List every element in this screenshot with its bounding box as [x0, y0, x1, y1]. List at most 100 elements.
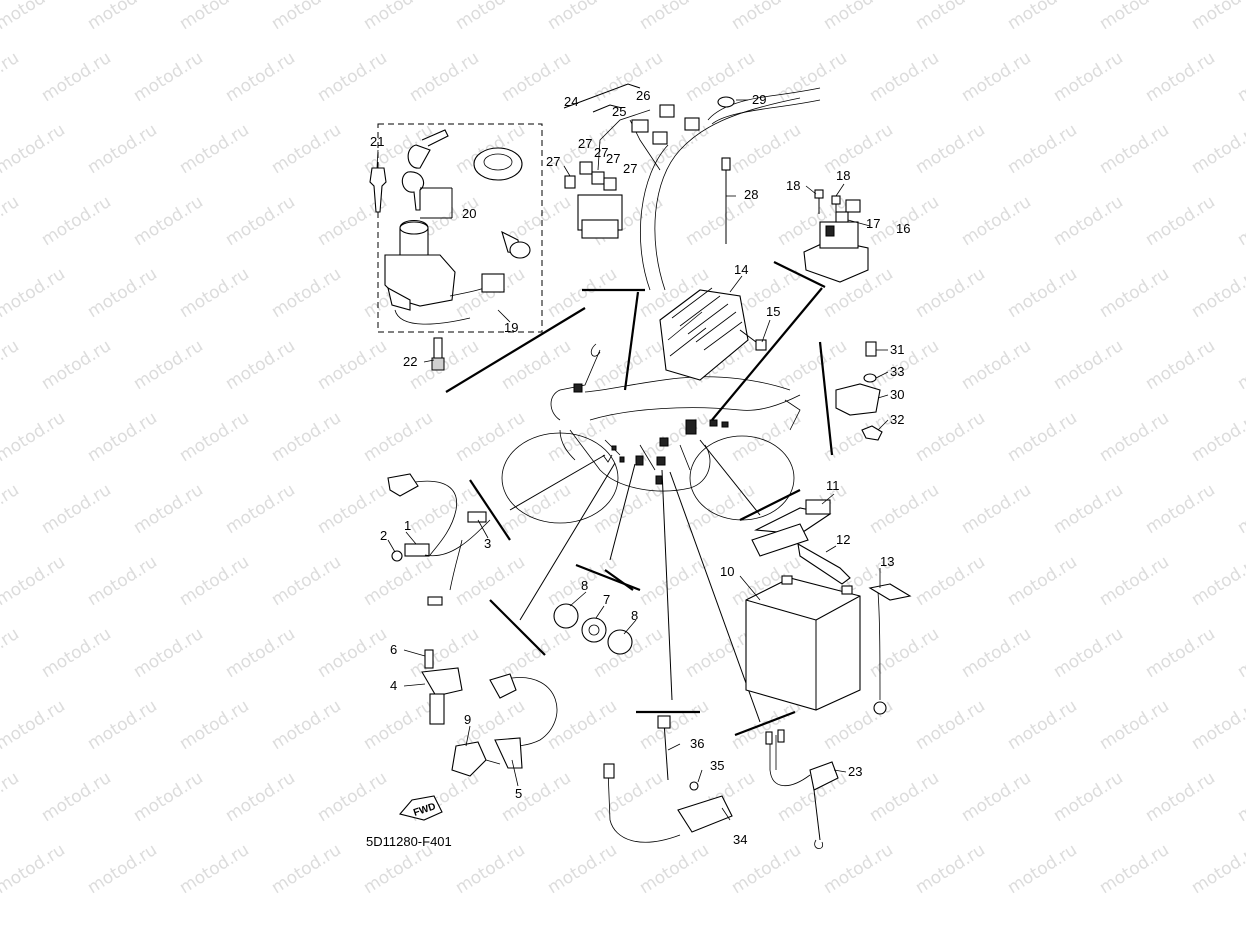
callout-28: 28	[744, 187, 758, 202]
callout-5: 5	[515, 786, 522, 801]
watermark-text: motod.ru	[1096, 0, 1173, 34]
callout-14: 14	[734, 262, 748, 277]
callout-33: 33	[890, 364, 904, 379]
wire-harness-assembly	[563, 83, 821, 291]
watermark-text: motod.ru	[84, 264, 161, 322]
callout-6: 6	[390, 642, 397, 657]
watermark-text: motod.ru	[1188, 696, 1246, 754]
pickup-coil-assembly	[421, 603, 633, 777]
watermark-text: motod.ru	[498, 336, 575, 394]
watermark-text: motod.ru	[912, 696, 989, 754]
watermark-text: motod.ru	[958, 192, 1035, 250]
drawing-code: 5D11280-F401	[366, 834, 452, 849]
watermark-text: motod.ru	[268, 120, 345, 178]
watermark-text: motod.ru	[912, 408, 989, 466]
callout-12: 12	[836, 532, 850, 547]
watermark-text: motod.ru	[176, 408, 253, 466]
watermark-text: motod.ru	[0, 0, 69, 34]
watermark-text: motod.ru	[0, 192, 23, 250]
watermark-text: motod.ru	[1234, 336, 1246, 394]
watermark-text: motod.ru	[0, 408, 69, 466]
watermark-text: motod.ru	[222, 48, 299, 106]
watermark-text: motod.ru	[544, 264, 621, 322]
watermark-text: motod.ru	[1142, 768, 1219, 826]
watermark-text: motod.ru	[38, 624, 115, 682]
callout-15: 15	[766, 304, 780, 319]
horn-and-relay-assembly	[603, 715, 839, 849]
watermark-text: motod.ru	[866, 768, 943, 826]
callout-27c: 27	[594, 145, 608, 160]
watermark-text: motod.ru	[0, 120, 69, 178]
watermark-text: motod.ru	[958, 480, 1035, 538]
watermark-text: motod.ru	[912, 552, 989, 610]
watermark-text: motod.ru	[1142, 480, 1219, 538]
group-pointer-lines	[445, 261, 834, 737]
watermark-text: motod.ru	[268, 0, 345, 34]
watermark-text: motod.ru	[1142, 48, 1219, 106]
watermark-text: motod.ru	[1050, 192, 1127, 250]
callout-11: 11	[826, 478, 840, 493]
watermark-text: motod.ru	[84, 408, 161, 466]
watermark-text: motod.ru	[268, 840, 345, 898]
watermark-text: motod.ru	[0, 480, 23, 538]
watermark-text: motod.ru	[682, 480, 759, 538]
watermark-text: motod.ru	[452, 0, 529, 34]
watermark-text: motod.ru	[1050, 336, 1127, 394]
watermark-text: motod.ru	[176, 552, 253, 610]
watermark-text: motod.ru	[1050, 768, 1127, 826]
callout-26: 26	[636, 88, 650, 103]
watermark-text: motod.ru	[1188, 264, 1246, 322]
watermark-text: motod.ru	[84, 552, 161, 610]
watermark-text: motod.ru	[0, 552, 69, 610]
watermark-text: motod.ru	[84, 840, 161, 898]
callout-31: 31	[890, 342, 904, 357]
watermark-text: motod.ru	[38, 48, 115, 106]
watermark-text: motod.ru	[84, 120, 161, 178]
watermark-text: motod.ru	[0, 624, 23, 682]
watermark-text: motod.ru	[452, 408, 529, 466]
watermark-text: motod.ru	[222, 480, 299, 538]
watermark-text: motod.ru	[498, 624, 575, 682]
watermark-text: motod.ru	[820, 840, 897, 898]
watermark-text: motod.ru	[1050, 480, 1127, 538]
watermark-text: motod.ru	[1004, 0, 1081, 34]
callout-1: 1	[404, 518, 411, 533]
callout-25: 25	[612, 104, 626, 119]
battery-assembly	[745, 499, 912, 715]
watermark-text: motod.ru	[1096, 552, 1173, 610]
watermark-text: motod.ru	[1096, 840, 1173, 898]
callout-21: 21	[370, 134, 384, 149]
watermark-text: motod.ru	[1096, 264, 1173, 322]
callout-19: 19	[504, 320, 518, 335]
watermark-text: motod.ru	[1096, 120, 1173, 178]
watermark-text: motod.ru	[728, 840, 805, 898]
watermark-text: motod.ru	[820, 408, 897, 466]
watermark-text: motod.ru	[1004, 696, 1081, 754]
watermark-text: motod.ru	[820, 0, 897, 34]
watermark-text: motod.ru	[1234, 480, 1246, 538]
watermark-text: motod.ru	[1188, 552, 1246, 610]
watermark-text: motod.ru	[0, 696, 69, 754]
callout-27d: 27	[606, 151, 620, 166]
speed-sensor	[387, 473, 491, 606]
watermark-text: motod.ru	[222, 624, 299, 682]
watermark-text: motod.ru	[406, 480, 483, 538]
watermark-text: motod.ru	[1142, 336, 1219, 394]
watermark-text: motod.ru	[912, 840, 989, 898]
callout-labels: 1 2 3 4 5 6 7 8 8 9 10 11 12 13 14 15 16…	[370, 88, 910, 847]
watermark-text: motod.ru	[176, 696, 253, 754]
watermark-text: motod.ru	[222, 192, 299, 250]
watermark-text: motod.ru	[38, 192, 115, 250]
watermark-text: motod.ru	[1004, 552, 1081, 610]
watermark-text: motod.ru	[222, 768, 299, 826]
watermark-text: motod.ru	[38, 768, 115, 826]
watermark-text: motod.ru	[1188, 840, 1246, 898]
watermark-text: motod.ru	[1004, 840, 1081, 898]
watermark-text: motod.ru	[1188, 408, 1246, 466]
watermark-text: motod.ru	[1050, 624, 1127, 682]
watermark-text: motod.ru	[912, 0, 989, 34]
watermark-text: motod.ru	[636, 552, 713, 610]
watermark-text: motod.ru	[498, 768, 575, 826]
callout-4: 4	[390, 678, 397, 693]
